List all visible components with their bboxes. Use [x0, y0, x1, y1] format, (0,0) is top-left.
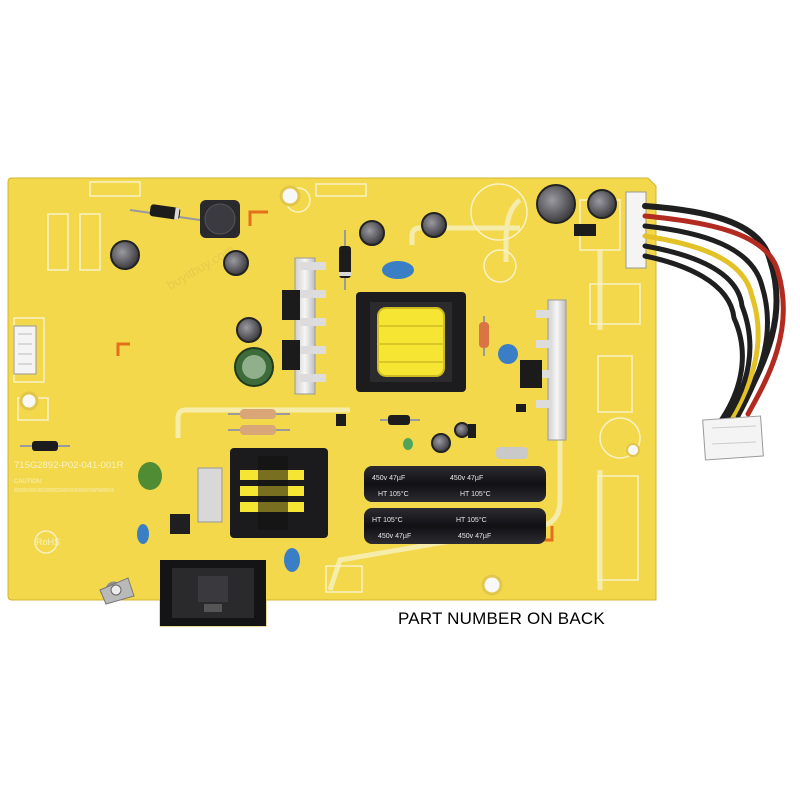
cap-temp-bottom-2: HT 105°C: [456, 516, 487, 524]
wire-harness: [642, 203, 786, 425]
ceramic-capacitors: [137, 261, 518, 572]
rohs-circle: [34, 530, 58, 554]
silk-part-number: 715G2892-P02-041-001R: [14, 460, 123, 471]
main-transformer: [356, 292, 466, 392]
part-number-caption: PART NUMBER ON BACK: [398, 609, 605, 628]
caution-text: CAUTION: DOUBLE POLE/ NEUTRAL FUSING FOR…: [14, 488, 114, 494]
electrolytic-capacitors: [110, 184, 617, 453]
relay-box: [197, 467, 223, 523]
diodes: [20, 204, 420, 451]
heatsink-left: [282, 257, 326, 395]
wire-end-connector: [702, 415, 764, 461]
inductor: [200, 200, 240, 238]
cap-temp-bottom: HT 105°C: [372, 516, 403, 524]
bulk-capacitors: 450v 47µF 450v 47µF HT 105°C HT 105°C HT…: [364, 466, 546, 544]
cap-print-bottom: 450v 47µF: [378, 533, 411, 540]
rohs-mark: RoHS: [36, 537, 60, 547]
cap-print-bottom-2: 450v 47µF: [458, 533, 491, 540]
cap-print-top-2: 450v 47µF: [450, 475, 483, 482]
ac-inlet: [160, 560, 266, 626]
board-connector-top-right: [625, 191, 647, 269]
silk-caution: CAUTION:: [14, 479, 43, 485]
cap-temp-top: HT 105°C: [378, 490, 409, 498]
cap-print-top: 450v 47µF: [372, 475, 405, 482]
heatsink-right: [520, 299, 567, 441]
small-components: [336, 224, 596, 438]
resistors: [228, 316, 528, 459]
white-connector-left: [13, 325, 37, 375]
line-filter-choke: [230, 448, 328, 538]
ground-lug: [99, 577, 135, 605]
cap-temp-top-2: HT 105°C: [460, 490, 491, 498]
caution-line: CAUTION:: [14, 479, 43, 485]
